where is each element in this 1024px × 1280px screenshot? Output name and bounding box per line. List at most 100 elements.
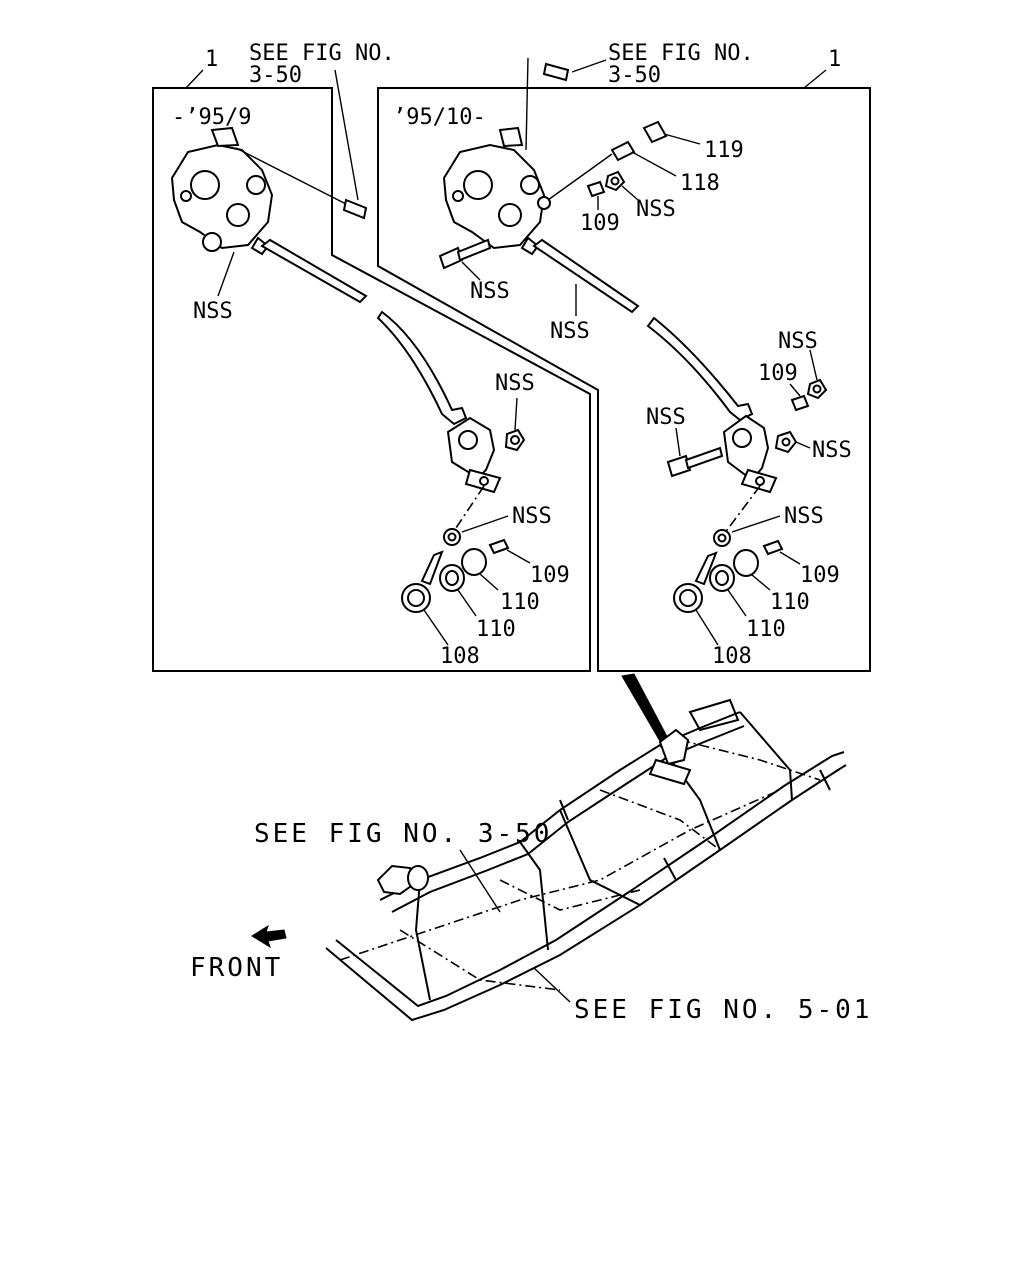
left-bolt-line <box>235 147 349 206</box>
left-nut-mid <box>443 528 461 546</box>
right-label-nss-b: NSS <box>778 329 818 354</box>
left-bushing-110b <box>439 564 465 592</box>
right-fitting-line <box>547 153 613 201</box>
left-nut-mid-leader <box>461 515 509 533</box>
left-panel: -’95/9 1 SEE FIG NO. 3-50 <box>152 41 591 672</box>
left-label-109: 109 <box>530 563 570 588</box>
left-109-leader <box>506 549 531 564</box>
right-nut-d-leader <box>731 515 781 533</box>
right-top-bolt <box>542 62 570 82</box>
left-see-fig-line2: 3-50 <box>249 63 302 88</box>
left-bushing-110a <box>461 548 487 576</box>
left-110b-leader <box>457 589 477 617</box>
left-label-108: 108 <box>440 644 480 669</box>
right-see-fig-line1: SEE FIG NO. <box>608 41 754 66</box>
right-label-nss-d: NSS <box>784 504 824 529</box>
right-119-leader <box>663 133 701 145</box>
left-108-leader <box>423 609 449 646</box>
right-label-nss-bolt-b: NSS <box>646 405 686 430</box>
frame-3-50-leader <box>459 849 501 913</box>
right-see-fig-leader <box>571 59 607 73</box>
frame-see-fig-3-50: SEE FIG NO. 3-50 <box>254 819 552 849</box>
right-label-109-mid: 109 <box>758 361 798 386</box>
right-bolt-b-leader <box>675 427 681 457</box>
left-label-110a: 110 <box>500 590 540 615</box>
right-pin-109-mid <box>790 394 810 412</box>
vehicle-frame <box>325 698 847 1022</box>
right-label-119: 119 <box>704 138 744 163</box>
right-panel: ’95/10- 1 SEE FIG NO. 3-50 118 <box>377 41 871 672</box>
right-nut-b-leader <box>809 349 818 381</box>
right-pin-109-low <box>762 539 784 556</box>
right-bolt-a <box>438 238 492 270</box>
right-assembly-leader <box>803 69 827 89</box>
left-see-fig-line1: SEE FIG NO. <box>249 41 395 66</box>
right-valve-rod <box>532 238 754 422</box>
right-nut-b <box>806 378 828 400</box>
right-bolt-b <box>666 446 724 478</box>
lspv-on-frame <box>648 728 692 786</box>
right-label-109-low: 109 <box>800 563 840 588</box>
right-label-118: 118 <box>680 171 720 196</box>
left-spring-108 <box>401 550 444 613</box>
frame-5-01-leader <box>533 967 571 1003</box>
right-109-low-leader <box>779 551 801 565</box>
left-nut-top-leader <box>514 397 518 431</box>
right-bracket <box>722 414 778 494</box>
left-centerline <box>451 485 485 535</box>
frame-see-fig-5-01: SEE FIG NO. 5-01 <box>574 995 872 1025</box>
left-label-nss-top: NSS <box>495 371 535 396</box>
right-label-nss-bolt-a: NSS <box>470 279 510 304</box>
right-lsp-valve <box>442 126 551 256</box>
left-label-110b: 110 <box>476 617 516 642</box>
left-label-nss-valve: NSS <box>193 299 233 324</box>
left-date-range: -’95/9 <box>172 105 251 130</box>
right-110b-leader <box>727 589 747 617</box>
right-pin-109-top <box>586 180 606 198</box>
right-spring-108 <box>673 551 718 613</box>
right-panel-border <box>377 87 871 672</box>
right-bolt-a-leader <box>461 261 481 281</box>
right-date-range: ’95/10- <box>393 105 486 130</box>
right-118-leader <box>631 151 677 177</box>
left-lsp-valve <box>170 126 274 256</box>
left-panel-border <box>152 87 591 672</box>
right-fitting-118 <box>610 140 636 162</box>
left-see-fig-leader <box>334 69 359 201</box>
front-arrow-icon <box>251 924 287 949</box>
left-valve-nss-leader <box>217 251 235 297</box>
right-nut-a-leader <box>621 185 639 201</box>
right-label-109-top: 109 <box>580 211 620 236</box>
left-bolt <box>342 198 368 220</box>
left-assembly-leader <box>185 69 204 89</box>
front-label: FRONT <box>190 953 283 983</box>
right-label-nss-a: NSS <box>636 197 676 222</box>
location-pointer-arrow <box>621 673 673 749</box>
right-nut-a <box>604 170 626 192</box>
steering-gearbox <box>376 864 429 896</box>
right-centerline <box>723 485 761 535</box>
left-pin-109 <box>488 538 510 555</box>
right-nut-c <box>774 430 798 454</box>
right-cap-119 <box>642 120 668 144</box>
right-nut-c-leader <box>795 441 811 449</box>
right-110a-leader <box>751 574 771 591</box>
right-label-108: 108 <box>712 644 752 669</box>
left-nut-top <box>504 428 526 452</box>
left-assembly-number: 1 <box>205 47 218 72</box>
right-see-fig-line2: 3-50 <box>608 63 661 88</box>
right-nut-d <box>713 529 731 547</box>
right-label-nss-c: NSS <box>812 438 852 463</box>
right-bushing-110a <box>733 549 759 577</box>
right-assembly-number: 1 <box>828 47 841 72</box>
right-bushing-110b <box>709 564 735 592</box>
left-label-nss-mid: NSS <box>512 504 552 529</box>
left-110a-leader <box>479 573 499 591</box>
right-label-110b: 110 <box>746 617 786 642</box>
right-label-110a: 110 <box>770 590 810 615</box>
right-label-nss-valve: NSS <box>550 319 590 344</box>
left-bracket <box>446 416 502 494</box>
left-valve-rod <box>260 238 468 426</box>
right-109-mid-leader <box>789 383 801 397</box>
